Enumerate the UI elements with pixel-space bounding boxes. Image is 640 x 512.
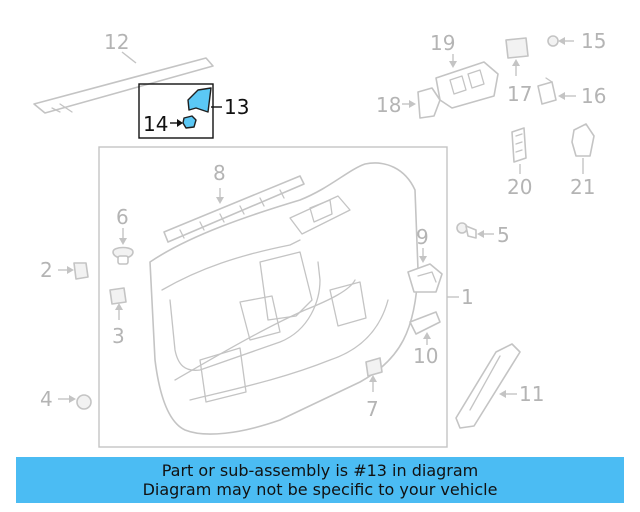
callout-3: 3 (112, 324, 125, 348)
part-13-highlighted (187, 87, 212, 113)
callout-8: 8 (213, 161, 226, 185)
part-10-handle (409, 311, 441, 345)
part-7-clip (365, 357, 383, 392)
part-11-pillar-trim (455, 343, 521, 429)
callout-17: 17 (507, 82, 532, 106)
callout-7: 7 (366, 397, 379, 421)
callout-19: 19 (430, 31, 455, 55)
part-8-trim-strip (163, 175, 305, 243)
callout-12: 12 (104, 30, 129, 54)
part-15-nut (547, 35, 574, 47)
callout-13: 13 (224, 95, 249, 119)
callout-16: 16 (581, 84, 606, 108)
part-19-switch-assembly (435, 54, 499, 109)
callout-21: 21 (570, 175, 595, 199)
callout-18: 18 (376, 93, 401, 117)
callout-11: 11 (519, 382, 544, 406)
part-21-bracket (571, 123, 595, 174)
part-12-belt-molding (33, 51, 214, 114)
part-17-switch (505, 37, 529, 76)
part-1-door-trim-panel (149, 162, 419, 435)
part-5-screw (456, 222, 494, 239)
callout-20: 20 (507, 175, 532, 199)
callout-5: 5 (497, 223, 510, 247)
callout-15: 15 (581, 29, 606, 53)
banner-line-2: Diagram may not be specific to your vehi… (142, 480, 498, 499)
callout-9: 9 (416, 225, 429, 249)
part-2-clip (58, 262, 89, 280)
part-18-switch (402, 87, 441, 119)
part-3-clip (109, 287, 127, 320)
highlight-box-13-14 (138, 83, 222, 139)
callout-14: 14 (143, 112, 168, 136)
callout-2: 2 (40, 258, 53, 282)
part-14-clip-highlighted (182, 115, 197, 129)
callout-6: 6 (116, 205, 129, 229)
door-panel-frame (98, 146, 459, 448)
callout-4: 4 (40, 387, 53, 411)
info-banner: Part or sub-assembly is #13 in diagram D… (16, 457, 624, 503)
part-4-screw (58, 394, 92, 410)
part-20-switch (511, 127, 527, 174)
callout-1: 1 (461, 285, 474, 309)
part-16-bracket (537, 77, 576, 105)
banner-line-1: Part or sub-assembly is #13 in diagram (161, 461, 479, 480)
part-6-push-pin (112, 228, 134, 265)
part-9-switch-bezel (407, 248, 443, 293)
callout-10: 10 (413, 344, 438, 368)
